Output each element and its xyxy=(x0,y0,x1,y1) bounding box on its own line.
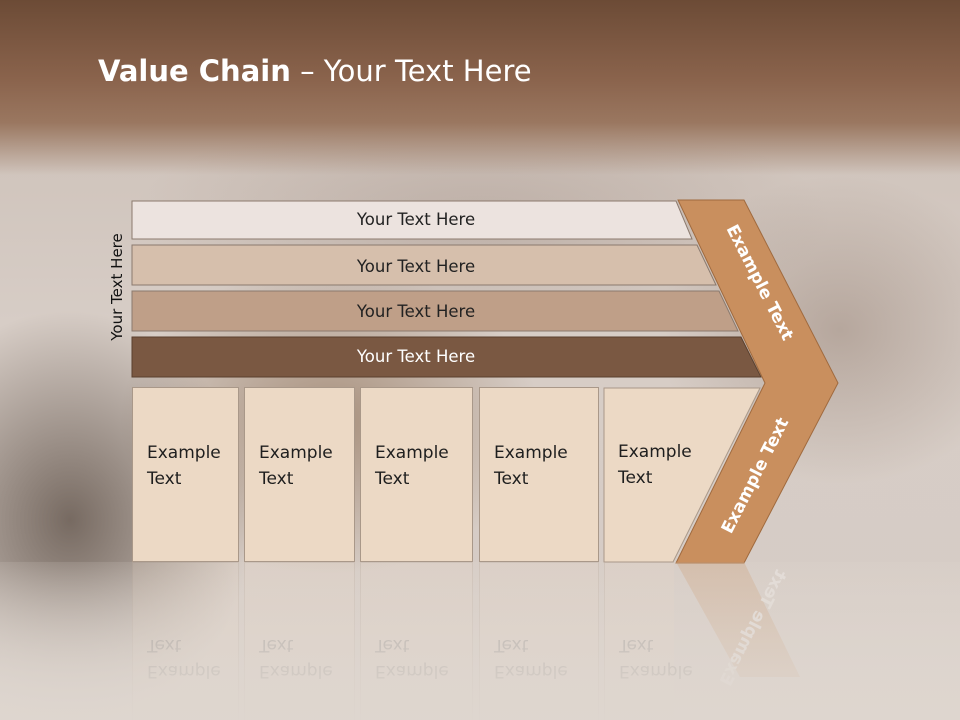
box-4[interactable]: Example Text xyxy=(479,387,599,562)
box-2[interactable]: Example Text xyxy=(244,387,355,562)
reflection-fade xyxy=(0,562,960,720)
title-rest: – Your Text Here xyxy=(290,54,532,88)
box-4-label: Example Text xyxy=(494,443,568,489)
bar-3-label: Your Text Here xyxy=(356,302,475,321)
bar-1[interactable] xyxy=(131,200,693,240)
bar-2[interactable] xyxy=(131,244,717,286)
box-5-label: Example Text xyxy=(618,442,692,488)
header-band xyxy=(0,0,960,175)
bar-1-label: Your Text Here xyxy=(356,210,475,229)
box-3[interactable]: Example Text xyxy=(360,387,473,562)
box-2-label: Example Text xyxy=(259,443,333,489)
bar-4[interactable] xyxy=(131,336,762,378)
bar-4-label: Your Text Here xyxy=(356,347,475,366)
title-bold: Value Chain xyxy=(98,54,291,88)
box-5-text: Example Text xyxy=(618,439,708,491)
bar-3[interactable] xyxy=(131,290,739,332)
box-1[interactable]: Example Text xyxy=(132,387,239,562)
slide-title[interactable]: Value Chain – Your Text Here xyxy=(98,54,532,88)
bar-2-label: Your Text Here xyxy=(356,257,475,276)
box-3-label: Example Text xyxy=(375,443,449,489)
box-1-label: Example Text xyxy=(147,443,221,489)
